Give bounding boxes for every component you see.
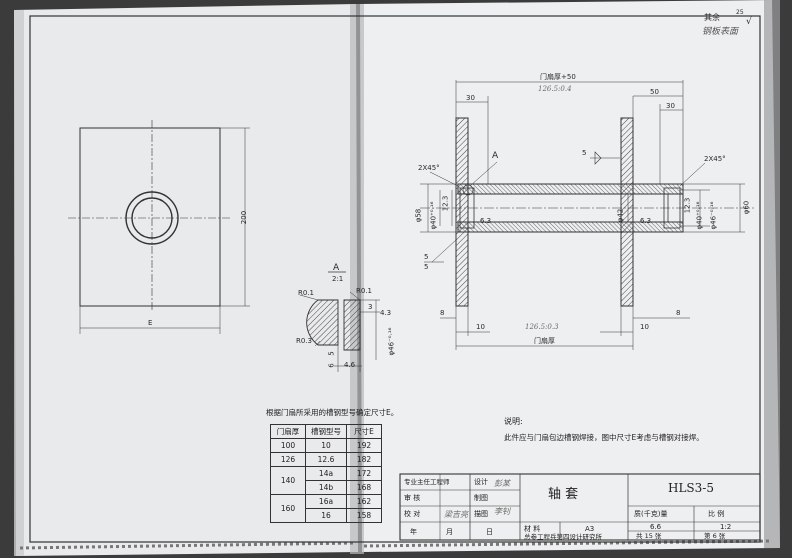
section-bottom-hand: 126.5:0.3 (525, 323, 559, 331)
table-row: 14b 168 (271, 480, 382, 495)
tb-chief-eng: 总参工程兵第四设计研究所 (524, 533, 602, 541)
size-table-title: 根据门扇所采用的槽钢型号确定尺寸E。 (266, 408, 399, 417)
section-weld-left-5b: 5 (424, 263, 429, 271)
section-dim-8-right: 8 (676, 309, 681, 317)
size-table-header: 门扇厚 槽钢型号 尺寸E (270, 424, 382, 439)
detail-dim-46: 4.6 (344, 361, 356, 369)
tb-year: 年 (410, 528, 417, 536)
section-dia-40-right: φ40⁺⁰·¹⁶ (695, 201, 704, 230)
col-e: 尺寸E (346, 424, 382, 439)
table-row: 16 158 (271, 508, 382, 523)
tb-check: 校 对 (404, 510, 421, 518)
section-weld-5: 5 (582, 149, 587, 157)
col-thick: 门扇厚 (270, 424, 306, 439)
tb-traced: 描图 (474, 510, 488, 518)
notes-text: 此件应与门扇包边槽钢焊接，图中尺寸E考虑与槽钢对接焊。 (504, 433, 704, 442)
roughness-check-icon: √ (746, 17, 752, 27)
section-dim-50: 50 (650, 88, 659, 96)
section-dim-123-right: 12.3 (683, 197, 692, 214)
tb-day: 日 (486, 528, 493, 536)
table-row: 126 12.6 182 (270, 452, 382, 467)
detail-label: A (333, 263, 340, 273)
section-dim-8-left: 8 (440, 309, 445, 317)
tb-material: A3 (585, 525, 595, 533)
section-dim-10-left: 10 (476, 323, 485, 331)
section-dim-63-left: 6.3 (480, 217, 492, 225)
section-dim-30-right: 30 (666, 102, 675, 110)
section-dia-42: φ42 (616, 208, 625, 223)
section-dia-46-right: φ46⁻⁰·¹⁶ (709, 201, 718, 230)
tb-sheets-total: 共 15 张 (636, 532, 662, 540)
section-weld-left-5: 5 (424, 253, 429, 261)
detail-dim-phi46: φ46⁻⁰·¹⁶ (387, 327, 396, 356)
section-dim-30: 30 (466, 94, 475, 102)
tb-weight: 6.6 (650, 523, 662, 531)
detail-r-top-right: R0.1 (356, 287, 372, 295)
notes-title: 说明: (504, 417, 523, 426)
table-row: 140 14a 172 (270, 466, 382, 495)
detail-dim-3: 3 (368, 303, 373, 311)
section-bottom-dim: 门扇厚 (534, 337, 555, 345)
detail-dim-6: 6 (327, 363, 336, 368)
section-dim-63-right: 6.3 (640, 217, 652, 225)
tb-sig2: 彭某 (494, 479, 510, 488)
detail-dim-5: 5 (327, 351, 336, 356)
detail-scale: 2:1 (332, 275, 344, 283)
table-row: 160 16a 162 (270, 494, 382, 523)
table-row: 100 10 192 (270, 438, 382, 453)
section-chamfer-right: 2X45° (704, 155, 726, 163)
section-dia-58: φ58 (414, 208, 423, 223)
right-page (360, 0, 780, 552)
tb-drawn: 制图 (474, 494, 488, 502)
detail-r-top-left: R0.1 (298, 289, 314, 297)
section-top-dim: 门扇厚+50 (540, 73, 576, 81)
section-detail-ref: A (492, 151, 499, 161)
tb-scale: 1:2 (720, 523, 732, 531)
left-page (14, 4, 358, 556)
tb-part-name: 轴 套 (548, 487, 579, 502)
section-dim-123-left: 12.3 (441, 195, 450, 212)
tb-drawing-no: HLS3-5 (668, 481, 714, 495)
plate-height-dim: 200 (240, 210, 249, 225)
detail-a (299, 271, 380, 372)
col-channel: 槽钢型号 (305, 424, 347, 439)
tb-sig1: 梁吉亮 (444, 510, 468, 519)
title-block-lines (399, 473, 761, 541)
tb-weight-label: 质(千克)量 (634, 510, 668, 518)
roughness-value: 25 (736, 9, 744, 16)
tb-design: 设计 (474, 478, 488, 486)
tb-chief: 专业主任工程师 (404, 478, 450, 486)
tb-month: 月 (446, 528, 453, 536)
section-top-hand: 126.5:0.4 (538, 85, 572, 93)
tb-scale-label: 比 例 (708, 510, 725, 518)
section-dim-10-right: 10 (640, 323, 649, 331)
detail-r-bottom: R0.3 (296, 337, 312, 345)
plate-width-dim: E (148, 319, 153, 327)
section-dia-60: φ60 (742, 200, 751, 215)
tb-sheet-no: 第 6 张 (704, 532, 726, 540)
section-chamfer-left: 2X45° (418, 164, 440, 172)
detail-dim-43: 4.3 (380, 309, 392, 317)
note-label: 其余 (704, 13, 720, 22)
note-sub: 钢板表面 (702, 27, 739, 37)
section-dia-40-left: φ40⁺⁰·¹⁶ (429, 201, 438, 230)
tb-audit: 审 核 (404, 494, 421, 502)
plate-view (68, 120, 250, 334)
size-table: 门扇厚 槽钢型号 尺寸E 100 10 192 126 12.6 182 140… (270, 424, 382, 523)
tb-material-label: 材 料 (524, 525, 541, 533)
tb-sig3: 李钊 (494, 507, 510, 516)
section-view (420, 80, 755, 350)
